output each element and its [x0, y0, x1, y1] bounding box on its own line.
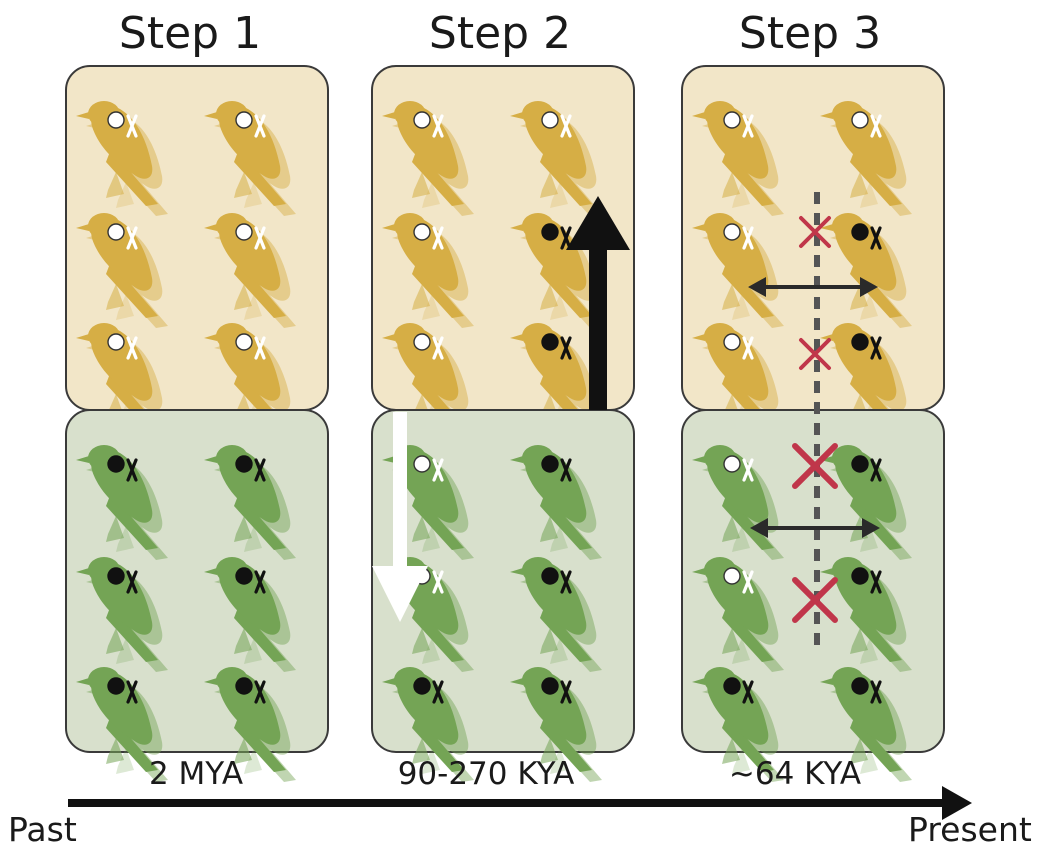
- white-allele-dot: [723, 333, 741, 351]
- green-bird-icon: [692, 445, 784, 560]
- white-allele-dot: [235, 333, 253, 351]
- black-allele-dot: [107, 455, 125, 473]
- step-3-title: Step 3: [738, 8, 882, 59]
- green-bird-icon: [510, 667, 602, 782]
- black-allele-dot: [541, 223, 559, 241]
- yellow-bird-icon: [204, 101, 296, 216]
- green-bird-icon: [204, 557, 296, 672]
- introgression-down-arrowhead: [372, 566, 428, 622]
- gene-flow-arrow-green: [750, 518, 880, 538]
- white-allele-dot: [541, 111, 559, 129]
- green-bird-icon: [692, 557, 784, 672]
- black-allele-dot: [541, 455, 559, 473]
- step-3-yellow-population: [681, 65, 945, 438]
- white-allele-dot: [107, 111, 125, 129]
- blocked-cross-1: [799, 216, 831, 248]
- green-bird-icon: [692, 667, 784, 782]
- yellow-bird-icon: [820, 101, 912, 216]
- yellow-bird-icon: [510, 101, 602, 216]
- yellow-bird-icon: [820, 213, 912, 328]
- step-2-green-population: [371, 409, 635, 782]
- step-2-title: Step 2: [428, 8, 572, 59]
- step-1-green-population: [65, 409, 329, 782]
- black-allele-dot: [851, 455, 869, 473]
- yellow-bird-icon: [382, 101, 474, 216]
- black-allele-dot: [541, 567, 559, 585]
- timeline-arrow: [68, 786, 972, 820]
- step-1-yellow-population: [65, 65, 329, 438]
- black-allele-dot: [851, 223, 869, 241]
- yellow-bird-icon: [204, 213, 296, 328]
- white-allele-dot: [413, 223, 431, 241]
- blocked-cross-3: [792, 443, 838, 489]
- black-allele-dot: [541, 677, 559, 695]
- yellow-bird-icon: [510, 323, 602, 438]
- white-allele-dot: [107, 333, 125, 351]
- yellow-bird-icon: [76, 101, 168, 216]
- gene-flow-arrow-yellow: [748, 277, 878, 297]
- black-allele-dot: [235, 677, 253, 695]
- step-1-title: Step 1: [118, 8, 262, 59]
- white-allele-dot: [413, 111, 431, 129]
- black-allele-dot: [723, 677, 741, 695]
- step-2-yellow-population: [371, 65, 635, 438]
- black-allele-dot: [107, 567, 125, 585]
- green-bird-icon: [820, 557, 912, 672]
- green-bird-icon: [204, 445, 296, 560]
- white-allele-dot: [723, 455, 741, 473]
- introgression-up-arrow: [589, 246, 607, 410]
- green-bird-icon: [76, 557, 168, 672]
- black-allele-dot: [851, 567, 869, 585]
- step-3-green-population: [681, 409, 945, 782]
- black-allele-dot: [851, 677, 869, 695]
- yellow-bird-icon: [692, 101, 784, 216]
- white-allele-dot: [723, 223, 741, 241]
- black-allele-dot: [107, 677, 125, 695]
- timeline-start-label: Past: [8, 810, 77, 849]
- yellow-bird-icon: [692, 213, 784, 328]
- yellow-bird-icon: [76, 213, 168, 328]
- yellow-bird-icon: [382, 323, 474, 438]
- white-allele-dot: [235, 111, 253, 129]
- black-allele-dot: [541, 333, 559, 351]
- black-allele-dot: [851, 333, 869, 351]
- green-bird-icon: [510, 445, 602, 560]
- step-2-time: 90-270 KYA: [397, 756, 575, 792]
- white-allele-dot: [723, 111, 741, 129]
- white-allele-dot: [107, 223, 125, 241]
- step-3-time: ~64 KYA: [728, 756, 862, 792]
- white-allele-dot: [723, 567, 741, 585]
- green-bird-icon: [76, 445, 168, 560]
- yellow-bird-icon: [820, 323, 912, 438]
- step-1-time: 2 MYA: [148, 756, 244, 792]
- timeline-end-label: Present: [908, 810, 1032, 849]
- white-allele-dot: [851, 111, 869, 129]
- blocked-cross-4: [792, 577, 838, 623]
- yellow-bird-icon: [510, 213, 602, 328]
- yellow-bird-icon: [382, 213, 474, 328]
- green-bird-icon: [204, 667, 296, 782]
- introgression-down-arrow: [393, 412, 407, 572]
- green-bird-icon: [820, 667, 912, 782]
- green-bird-icon: [510, 557, 602, 672]
- black-allele-dot: [413, 677, 431, 695]
- yellow-bird-icon: [204, 323, 296, 438]
- white-allele-dot: [413, 333, 431, 351]
- black-allele-dot: [235, 455, 253, 473]
- yellow-bird-icon: [692, 323, 784, 438]
- green-bird-icon: [382, 445, 474, 560]
- green-bird-icon: [382, 667, 474, 782]
- yellow-bird-icon: [76, 323, 168, 438]
- green-bird-icon: [76, 667, 168, 782]
- introgression-up-arrowhead: [566, 196, 630, 250]
- white-allele-dot: [413, 455, 431, 473]
- green-bird-icon: [820, 445, 912, 560]
- blocked-cross-2: [799, 338, 831, 370]
- white-allele-dot: [235, 223, 253, 241]
- black-allele-dot: [235, 567, 253, 585]
